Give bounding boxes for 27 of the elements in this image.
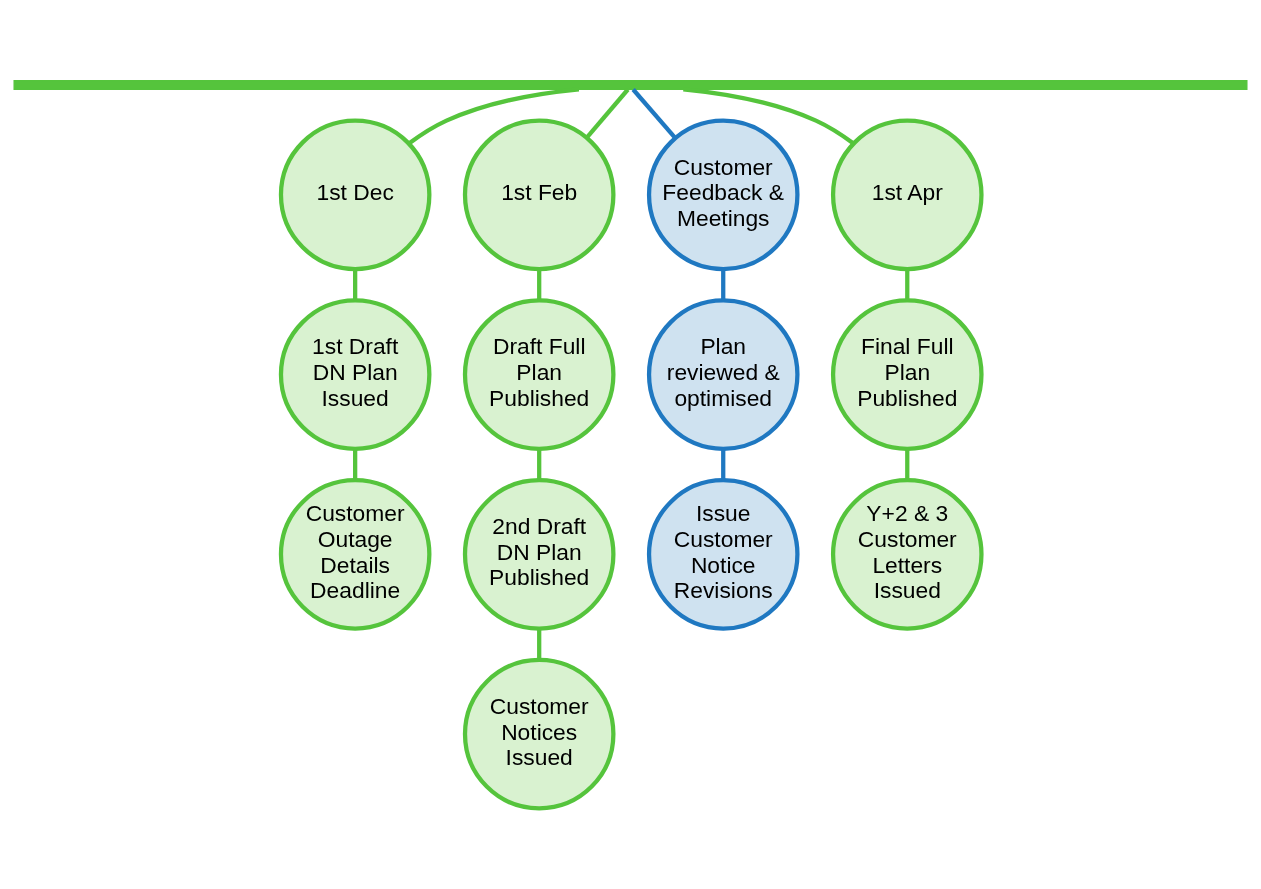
node-circle: Customer Feedback & Meetings: [646, 118, 800, 272]
connector: [721, 269, 726, 301]
connector: [905, 449, 910, 481]
connector: [683, 87, 855, 146]
node-circle: 1st Dec: [278, 118, 432, 272]
connector: [721, 449, 726, 481]
connector: [905, 269, 910, 301]
node-circle: 2nd Draft DN Plan Published: [462, 478, 616, 631]
node-circle: Issue Customer Notice Revisions: [646, 478, 800, 631]
connector: [408, 87, 580, 146]
connector: [353, 269, 358, 301]
node-circle: Customer Outage Details Deadline: [278, 478, 432, 631]
connector: [537, 269, 542, 301]
node-circle: Plan reviewed & optimised: [646, 298, 800, 451]
connector: [353, 449, 358, 481]
node-circle: Customer Notices Issued: [462, 657, 616, 811]
node-circle: Draft Full Plan Published: [462, 298, 616, 451]
node-bar: [13, 80, 1248, 90]
node-circle: 1st Feb: [462, 118, 616, 272]
node-circle: 1st Apr: [830, 118, 984, 272]
connector: [537, 449, 542, 481]
connector: [537, 628, 542, 660]
node-circle: 1st Draft DN Plan Issued: [278, 298, 432, 451]
node-circle: Final Full Plan Published: [830, 298, 984, 451]
connector: [631, 88, 677, 140]
connector: [585, 88, 630, 139]
node-circle: Y+2 & 3 Customer Letters Issued: [830, 478, 984, 631]
